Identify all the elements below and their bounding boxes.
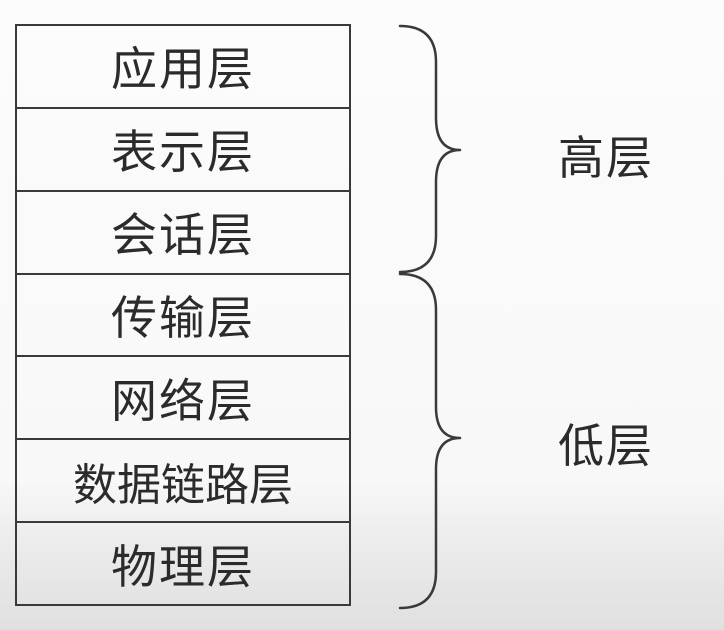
group-label-low: 低层 [558,419,654,473]
group-braces [398,24,462,610]
layer-transport: 传输层 [17,275,349,358]
brace-low [398,272,462,610]
group-label-high: 高层 [558,131,654,185]
layer-session: 会话层 [17,192,349,275]
layer-application: 应用层 [17,26,349,109]
osi-layer-stack: 应用层 表示层 会话层 传输层 网络层 数据链路层 物理层 [15,24,351,606]
layer-network: 网络层 [17,357,349,441]
layer-data-link: 数据链路层 [17,440,349,524]
layer-physical: 物理层 [111,539,255,594]
layer-presentation: 表示层 [17,109,349,192]
brace-high [398,24,462,274]
